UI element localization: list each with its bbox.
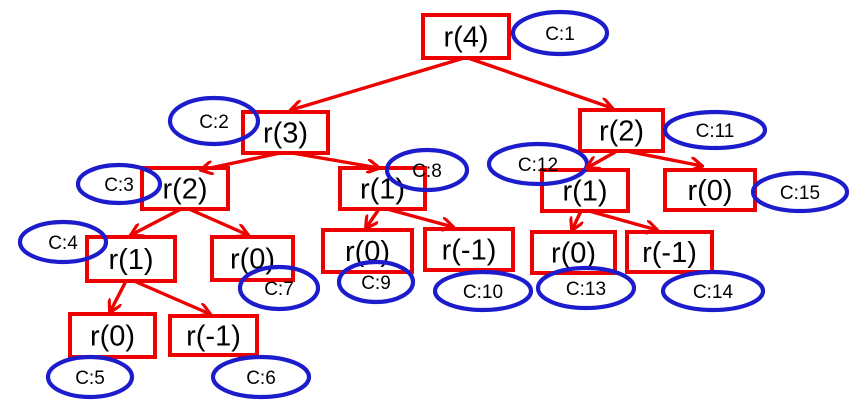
edge-r1right-r0l4 — [572, 210, 581, 230]
call-4: C:4 — [17, 219, 109, 265]
call-label: C:10 — [463, 282, 503, 303]
call-2: C:2 — [167, 95, 261, 147]
node-r0-bottom: r(0) — [68, 312, 157, 359]
node-box — [168, 314, 259, 357]
edge-r1left-rneg1bottom — [133, 279, 210, 314]
node-label: r(0) — [687, 175, 732, 207]
node-label: r(0) — [230, 244, 275, 276]
node-r4-root: r(4) — [421, 13, 511, 60]
call-ellipse — [535, 265, 637, 311]
edge-r1right-rneg1l4 — [588, 209, 657, 230]
edge-r2left-r1left — [131, 207, 182, 235]
node-label: r(0) — [551, 238, 596, 270]
node-r0-right: r(0) — [663, 168, 757, 212]
node-box — [85, 235, 177, 283]
node-label: r(-1) — [642, 237, 697, 269]
call-label: C:4 — [48, 233, 78, 254]
node-box — [663, 168, 757, 212]
call-label: C:6 — [246, 368, 276, 389]
edge-r3-r1mid — [291, 151, 379, 168]
edge-r2left-r0left — [188, 207, 248, 235]
node-box — [338, 166, 427, 211]
call-label: C:3 — [104, 175, 134, 196]
call-ellipse — [384, 147, 470, 193]
call-ellipse — [75, 162, 163, 206]
call-ellipse — [750, 170, 850, 214]
node-label: r(-1) — [186, 321, 241, 353]
call-6: C:6 — [210, 354, 312, 400]
node-box — [423, 227, 515, 272]
call-label: C:13 — [566, 279, 606, 300]
node-r1-left: r(1) — [85, 235, 177, 283]
node-box — [540, 168, 630, 213]
node-label: r(2) — [599, 116, 644, 148]
edge-r1mid-r0mid — [366, 208, 381, 228]
edge-r2right-r1right — [587, 149, 618, 168]
call-label: C:5 — [75, 368, 105, 389]
node-label: r(1) — [360, 174, 405, 206]
call-label: C:9 — [361, 273, 391, 294]
node-label: r(-1) — [442, 235, 497, 267]
node-rneg1-bottom: r(-1) — [168, 314, 259, 357]
nodes-layer: r(4) r(3) r(2) r(2) r(1) r(1) r(0) r(1) r(0) r(0)… — [68, 13, 757, 359]
edge-r1left-r0bottom — [110, 280, 128, 312]
call-label: C:15 — [780, 183, 820, 204]
node-rneg1-right-l4: r(-1) — [625, 230, 714, 274]
call-ellipse — [237, 264, 321, 312]
call-ellipse — [17, 219, 109, 265]
call-label: C:12 — [518, 155, 558, 176]
call-5: C:5 — [45, 354, 135, 400]
call-12: C:12 — [486, 141, 590, 187]
node-r1-middle: r(1) — [338, 166, 427, 211]
node-box — [625, 230, 714, 274]
call-3: C:3 — [75, 162, 163, 206]
call-label: C:14 — [693, 282, 734, 303]
call-ellipse — [660, 269, 766, 313]
call-14: C:14 — [660, 269, 766, 313]
call-15: C:15 — [750, 170, 850, 214]
call-ellipse — [662, 109, 768, 151]
node-label: r(0) — [90, 321, 135, 353]
call-ellipse — [167, 95, 261, 147]
call-ellipse — [510, 9, 610, 57]
call-11: C:11 — [662, 109, 768, 151]
edge-r4-r3 — [291, 56, 465, 110]
call-ellipse — [45, 354, 135, 400]
node-box — [578, 108, 665, 153]
node-label: r(4) — [443, 22, 488, 54]
node-label: r(1) — [108, 244, 153, 276]
call-ellipse — [432, 269, 534, 313]
call-label: C:8 — [412, 161, 442, 182]
call-ellipse — [210, 354, 312, 400]
call-13: C:13 — [535, 265, 637, 311]
node-r0-right-l4: r(0) — [530, 230, 617, 275]
call-7: C:7 — [237, 264, 321, 312]
edge-r3-r2left — [201, 151, 281, 170]
call-label: C:2 — [199, 112, 229, 133]
call-9: C:9 — [336, 259, 416, 305]
edge-r2right-r0right — [625, 149, 702, 166]
node-r2-right: r(2) — [578, 108, 665, 153]
node-label: r(3) — [263, 118, 308, 150]
edge-r1mid-rneg1mid — [386, 207, 453, 227]
edges-layer — [110, 56, 702, 314]
node-label: r(2) — [162, 174, 207, 206]
node-box — [421, 13, 511, 60]
call-ellipse — [336, 259, 416, 305]
node-r1-right: r(1) — [540, 168, 630, 213]
call-label: C:1 — [545, 24, 575, 45]
node-r0-left: r(0) — [210, 235, 295, 282]
call-10: C:10 — [432, 269, 534, 313]
call-1: C:1 — [510, 9, 610, 57]
call-label: C:7 — [264, 279, 294, 300]
node-box — [530, 230, 617, 275]
node-rneg1-mid: r(-1) — [423, 227, 515, 272]
call-8: C:8 — [384, 147, 470, 193]
call-label: C:11 — [696, 121, 735, 142]
edge-r4-r2right — [467, 56, 612, 108]
